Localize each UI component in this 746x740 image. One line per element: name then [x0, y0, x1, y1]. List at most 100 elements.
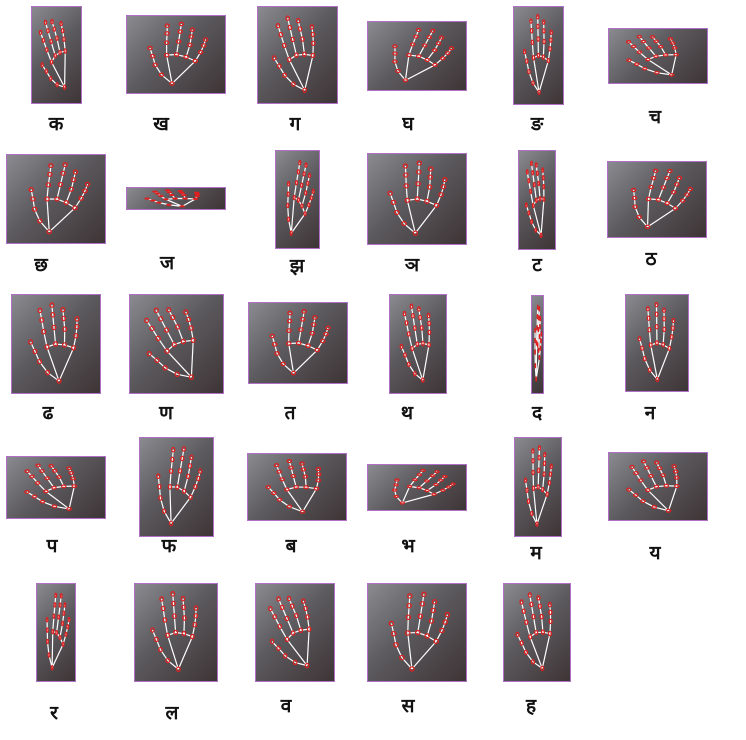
skeleton-bone — [268, 487, 274, 494]
skeleton-bone — [442, 622, 445, 631]
hand-skeleton-overlay — [127, 16, 225, 93]
landmark-point — [316, 467, 321, 470]
landmark-point — [431, 608, 436, 613]
landmark-point — [399, 502, 405, 505]
letter-label: फ — [161, 535, 177, 557]
skeleton-bone — [445, 614, 447, 622]
landmark-point — [64, 602, 66, 607]
landmark-point — [650, 35, 656, 38]
landmark-point — [293, 660, 298, 666]
landmark-point — [649, 185, 654, 189]
landmark-point — [416, 342, 419, 347]
landmark-point — [539, 306, 540, 312]
landmark-point — [670, 41, 676, 44]
landmark-point — [68, 617, 70, 622]
landmark-point — [300, 36, 304, 41]
hand-landmark-image — [257, 6, 338, 104]
landmark-point — [655, 312, 658, 316]
skeleton-bone — [272, 640, 278, 650]
landmark-point — [171, 447, 175, 452]
skeleton-bone — [291, 205, 305, 241]
landmark-point — [655, 325, 658, 329]
landmark-point — [645, 225, 650, 229]
landmark-point — [535, 338, 536, 344]
skeleton-bone — [51, 56, 56, 62]
landmark-point — [66, 466, 72, 470]
landmark-point — [428, 175, 433, 179]
landmark-point — [150, 628, 154, 633]
skeleton-bone — [311, 34, 314, 43]
landmark-point — [306, 344, 311, 348]
landmark-point — [287, 596, 292, 602]
landmark-point — [535, 327, 536, 333]
hand-landmark-image — [607, 161, 707, 238]
skeleton-bone — [629, 59, 637, 65]
landmark-point — [182, 616, 186, 621]
landmark-point — [394, 479, 400, 482]
landmark-point — [71, 345, 75, 350]
landmark-point — [399, 655, 404, 660]
letter-label: भ — [401, 535, 415, 557]
skeleton-bone — [278, 646, 285, 657]
landmark-point — [51, 665, 53, 670]
letter-label: ठ — [645, 248, 657, 270]
landmark-point — [48, 163, 53, 168]
landmark-point — [281, 362, 286, 366]
landmark-point — [525, 620, 529, 625]
landmark-point — [424, 489, 430, 492]
skeleton-bone — [673, 320, 674, 328]
landmark-point — [290, 230, 293, 236]
landmark-point — [188, 463, 192, 468]
hand-landmark-image — [31, 6, 82, 104]
landmark-point — [417, 170, 422, 174]
landmark-point — [404, 352, 407, 357]
landmark-point — [162, 365, 168, 371]
landmark-point — [629, 465, 634, 469]
landmark-point — [156, 202, 161, 203]
landmark-point — [316, 473, 321, 476]
landmark-point — [181, 596, 185, 601]
skeleton-bone — [412, 638, 436, 672]
landmark-point — [287, 181, 290, 187]
landmark-point — [40, 318, 44, 323]
landmark-point — [287, 329, 292, 333]
hand-skeleton-overlay — [140, 438, 213, 536]
skeleton-bone — [274, 493, 280, 501]
landmark-point — [291, 630, 296, 636]
landmark-point — [63, 327, 67, 332]
skeleton-bone — [162, 55, 176, 83]
landmark-point — [158, 196, 163, 197]
skeleton-bone — [297, 489, 322, 512]
skeleton-bone — [536, 350, 539, 386]
hand-skeleton-overlay — [7, 155, 105, 243]
landmark-point — [651, 505, 656, 509]
skeleton-bone — [168, 634, 179, 670]
landmark-point — [289, 466, 294, 469]
letter-label: य — [649, 542, 661, 564]
landmark-point — [150, 54, 155, 58]
skeleton-bone — [287, 197, 298, 233]
landmark-point — [392, 44, 398, 48]
letter-label: घ — [402, 113, 414, 135]
landmark-point — [549, 47, 551, 51]
landmark-point — [32, 207, 37, 212]
landmark-point — [641, 459, 646, 463]
skeleton-bone — [47, 346, 59, 382]
landmark-point — [528, 634, 532, 639]
skeleton-bone — [46, 489, 69, 512]
landmark-point — [176, 667, 180, 672]
landmark-point — [61, 171, 66, 176]
landmark-point — [65, 632, 67, 637]
landmark-point — [180, 456, 184, 461]
landmark-point — [301, 468, 306, 471]
landmark-point — [166, 633, 170, 638]
landmark-point — [266, 485, 271, 488]
landmark-point — [538, 90, 540, 94]
landmark-point — [405, 631, 410, 636]
landmark-point — [539, 315, 540, 321]
landmark-point — [152, 191, 157, 192]
landmark-point — [674, 476, 679, 480]
hand-landmark-image — [6, 154, 106, 244]
skeleton-bone — [194, 616, 196, 625]
landmark-point — [46, 617, 48, 622]
